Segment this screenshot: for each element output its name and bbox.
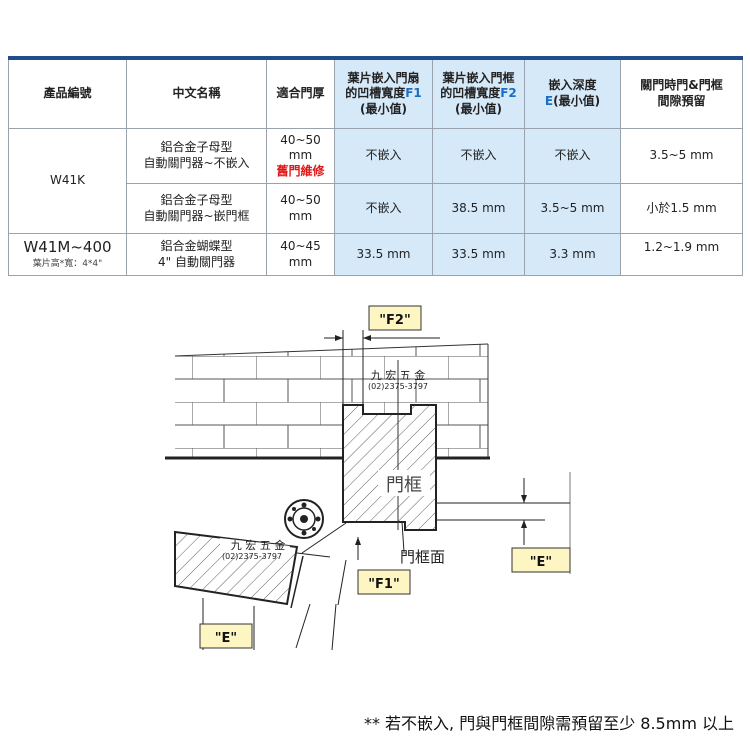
- e-right-label: "E": [530, 555, 552, 570]
- cell-gap: 1.2~1.9 mm: [620, 233, 743, 276]
- header-thickness: 適合門厚: [266, 57, 335, 129]
- cell-code: W41M~400 葉片高*寬：4*4": [8, 233, 127, 276]
- header-e: 嵌入深度 E(最小值): [524, 57, 621, 129]
- phone-bottom: (02)2375-3797: [222, 552, 282, 561]
- header-e-key: E: [544, 94, 554, 108]
- header-code: 產品編號: [8, 57, 127, 129]
- header-f1: 葉片嵌入門扇 的凹槽寬度F1 (最小值): [334, 57, 433, 129]
- door-leaf: [174, 522, 347, 609]
- cell-f2: 38.5 mm: [432, 183, 525, 234]
- cell-code-sub: 葉片高*寬：4*4": [32, 259, 103, 270]
- e-dimension-left: [199, 598, 255, 650]
- cell-name: 鋁合金子母型自動關門器~嵌門框: [126, 183, 267, 234]
- frame-text: 門框: [386, 475, 422, 496]
- e-left-label-box: [199, 623, 253, 649]
- e-dimension-right: [511, 478, 571, 573]
- header-f2: 葉片嵌入門框 的凹槽寬度F2 (最小值): [432, 57, 525, 129]
- spec-table: 產品編號 中文名稱 適合門厚 葉片嵌入門扇 的凹槽寬度F1 (最小值) 葉片嵌入…: [8, 56, 743, 276]
- brand-top: 九 宏 五 金: [371, 368, 426, 382]
- phone-top: (02)2375-3797: [368, 382, 428, 391]
- header-gap: 關門時門&門框 間隙預留: [620, 57, 743, 129]
- cell-f2: 33.5 mm: [432, 233, 525, 276]
- f2-label-box: [368, 305, 422, 331]
- cell-name: 鋁合金子母型自動關門器~不嵌入: [126, 128, 267, 184]
- brick-wall: [165, 343, 490, 460]
- cell-code: W41K: [8, 128, 127, 234]
- hinge-knuckle-icon: [284, 499, 324, 539]
- cell-gap: 3.5~5 mm: [620, 128, 743, 184]
- header-f1-key: F1: [405, 86, 422, 101]
- footnote: ** 若不嵌入, 門與門框間隙需預留至少 8.5mm 以上: [363, 714, 734, 733]
- f1-label-box: [357, 569, 411, 595]
- header-name: 中文名稱: [126, 57, 267, 129]
- cell-gap: 小於1.5 mm: [620, 183, 743, 234]
- e-right-label-box: [511, 547, 571, 573]
- cell-f1: 不嵌入: [334, 183, 433, 234]
- cell-e: 不嵌入: [524, 128, 621, 184]
- f1-dimension: [295, 537, 411, 651]
- brand-bottom: 九 宏 五 金: [231, 538, 286, 552]
- table-header-row: 產品編號 中文名稱 適合門厚 葉片嵌入門扇 的凹槽寬度F1 (最小值) 葉片嵌入…: [8, 57, 743, 129]
- cell-e: 3.5~5 mm: [524, 183, 621, 234]
- e-left-label: "E": [215, 631, 237, 646]
- f2-label: "F2": [379, 313, 410, 328]
- cell-e: 3.3 mm: [524, 233, 621, 276]
- frame-face-text: 門框面: [400, 548, 445, 566]
- frame-face-leader: [401, 521, 405, 553]
- thickness-note: 舊門維修: [276, 163, 325, 178]
- f1-label: "F1": [368, 577, 399, 592]
- cell-f1: 33.5 mm: [334, 233, 433, 276]
- header-f2-key: F2: [500, 86, 517, 101]
- door-frame: [342, 360, 437, 531]
- cell-f2: 不嵌入: [432, 128, 525, 184]
- cell-f1: 不嵌入: [334, 128, 433, 184]
- f2-dimension: [324, 305, 440, 405]
- installation-diagram: 門框 "F2" 九 宏 五 金 (02)2375-3797 "E" 門框面 九 …: [165, 305, 571, 651]
